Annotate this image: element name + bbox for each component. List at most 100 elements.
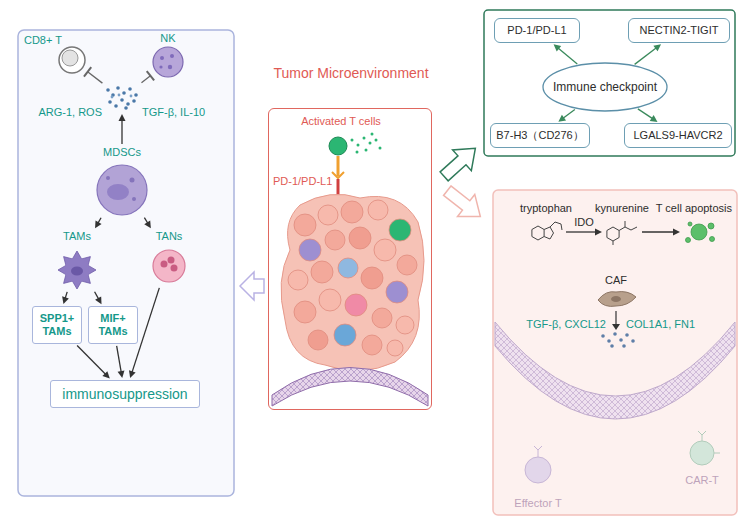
caf-icon xyxy=(601,334,605,338)
tam-icon xyxy=(71,267,83,276)
node-text: SPP1+ TAMs xyxy=(36,312,78,338)
node-text: Activated T cells xyxy=(301,115,381,128)
apoptotic-cell: T cell apoptosis xyxy=(682,218,716,246)
node-text: CAF xyxy=(605,274,627,287)
checkpoint-ellipse: Immune checkpoint xyxy=(543,63,667,111)
arrowhead xyxy=(95,220,102,228)
tumor-mass xyxy=(372,308,392,328)
node-text: NECTIN2-TIGIT xyxy=(640,24,719,37)
left-panel xyxy=(18,30,234,496)
nk-cell-icon xyxy=(160,56,164,60)
tryptophan-molecule xyxy=(544,227,553,239)
tumor-mass xyxy=(349,227,371,249)
activated-t-cell xyxy=(363,137,366,140)
tryptophan-molecule xyxy=(532,226,544,240)
pd1-receptor xyxy=(332,156,344,197)
nk-cell-icon xyxy=(170,54,174,58)
connector xyxy=(635,44,661,64)
apoptotic-cell-icon xyxy=(691,224,707,240)
cd8-cell-icon xyxy=(62,50,78,66)
activated-t-cell xyxy=(375,139,378,142)
subtype-box: SPP1+ TAMs xyxy=(32,306,82,344)
tumor-mass xyxy=(325,230,345,250)
tumor-mass xyxy=(361,267,383,289)
cytokine-dots xyxy=(132,99,136,103)
arrowhead xyxy=(129,370,136,378)
annotation-label: TGF-β, CXCL12 xyxy=(526,318,606,331)
cytokine-dots xyxy=(106,88,110,92)
tumor-mass xyxy=(308,330,328,350)
mdsc-cell: MDSCs xyxy=(96,146,148,216)
checkpoint-box: LGALS9-HAVCR2 xyxy=(624,123,732,148)
checkpoint-box: PD-1/PD-L1 xyxy=(494,18,580,43)
tryptophan-molecule xyxy=(550,222,562,230)
arrowhead xyxy=(554,44,562,51)
connector xyxy=(558,109,574,121)
connector-line xyxy=(117,346,122,373)
arrowhead xyxy=(102,371,109,378)
connector-line xyxy=(77,345,106,375)
nk-cell: NK xyxy=(152,46,184,78)
tumor-panel-ground xyxy=(268,108,432,410)
kynurenine-molecule xyxy=(625,221,626,227)
apoptotic-cell-icon xyxy=(688,222,692,226)
node-text: immunosuppression xyxy=(62,386,187,403)
arrowhead xyxy=(595,229,602,236)
cytokine-dots xyxy=(134,93,138,97)
tumor-mass xyxy=(334,324,356,346)
connector-line xyxy=(88,72,103,83)
tumor-mass xyxy=(387,340,403,356)
tumor-mass xyxy=(288,270,308,290)
cd8-cell-icon xyxy=(59,47,85,73)
tan-icon xyxy=(161,261,168,268)
cytokine-dots xyxy=(114,104,118,108)
apoptotic-cell-icon xyxy=(708,223,714,229)
activated-t-cell xyxy=(329,137,347,155)
caf-icon xyxy=(622,344,626,348)
cytokine-dots xyxy=(111,96,114,99)
annotation-label: COL1A1, FN1 xyxy=(626,318,695,331)
tumor-mass xyxy=(397,255,417,275)
left-panel xyxy=(18,30,234,496)
node-text: ARG-1, ROS xyxy=(38,106,102,119)
effector-t-icon xyxy=(525,446,551,483)
mdsc-icon xyxy=(130,178,135,183)
tumor-mass xyxy=(396,316,414,334)
kynurenine-molecule xyxy=(619,227,637,231)
connector xyxy=(117,346,125,378)
kynurenine-molecule xyxy=(607,227,619,241)
connector xyxy=(144,218,151,229)
node-text: NK xyxy=(160,32,175,45)
caf-icon xyxy=(611,296,621,302)
activated-t-cell xyxy=(365,149,368,152)
activated-t-cell xyxy=(351,133,382,154)
activated-t-cell xyxy=(357,144,360,147)
caf-icon xyxy=(607,339,611,343)
car-t-icon xyxy=(690,431,720,465)
cytokine-dots xyxy=(118,94,121,97)
node-text: PD-1/PD-L1 xyxy=(507,24,566,37)
checkpoint-box: NECTIN2-TIGIT xyxy=(628,18,730,43)
mdsc-icon xyxy=(106,176,110,180)
cd8-cell-icon xyxy=(59,47,85,73)
arrowhead xyxy=(95,296,101,304)
tumor-panel: Tumor MicroenvironmentActivated T cellsP… xyxy=(268,108,432,410)
caf-icon xyxy=(598,292,636,307)
connector xyxy=(638,109,658,122)
tumor-mass xyxy=(299,239,321,261)
tam-cell: TAMs xyxy=(52,230,102,290)
car-t-icon xyxy=(690,441,714,465)
checkpoint-panel xyxy=(484,10,735,156)
kynurenine-molecule xyxy=(613,241,614,245)
blood-vessel xyxy=(272,368,428,407)
connector-line xyxy=(638,109,653,119)
tumor-mass xyxy=(288,200,417,356)
connector xyxy=(141,71,154,83)
node-text: T cell apoptosis xyxy=(656,202,732,215)
cytokine-cluster: ARG-1, ROSTGF-β, IL-10 xyxy=(104,84,140,112)
node-text: Immune checkpoint xyxy=(553,80,657,94)
node-text: MIF+ TAMs xyxy=(92,312,134,338)
nk-cell-icon xyxy=(159,65,162,68)
connector xyxy=(95,218,102,229)
